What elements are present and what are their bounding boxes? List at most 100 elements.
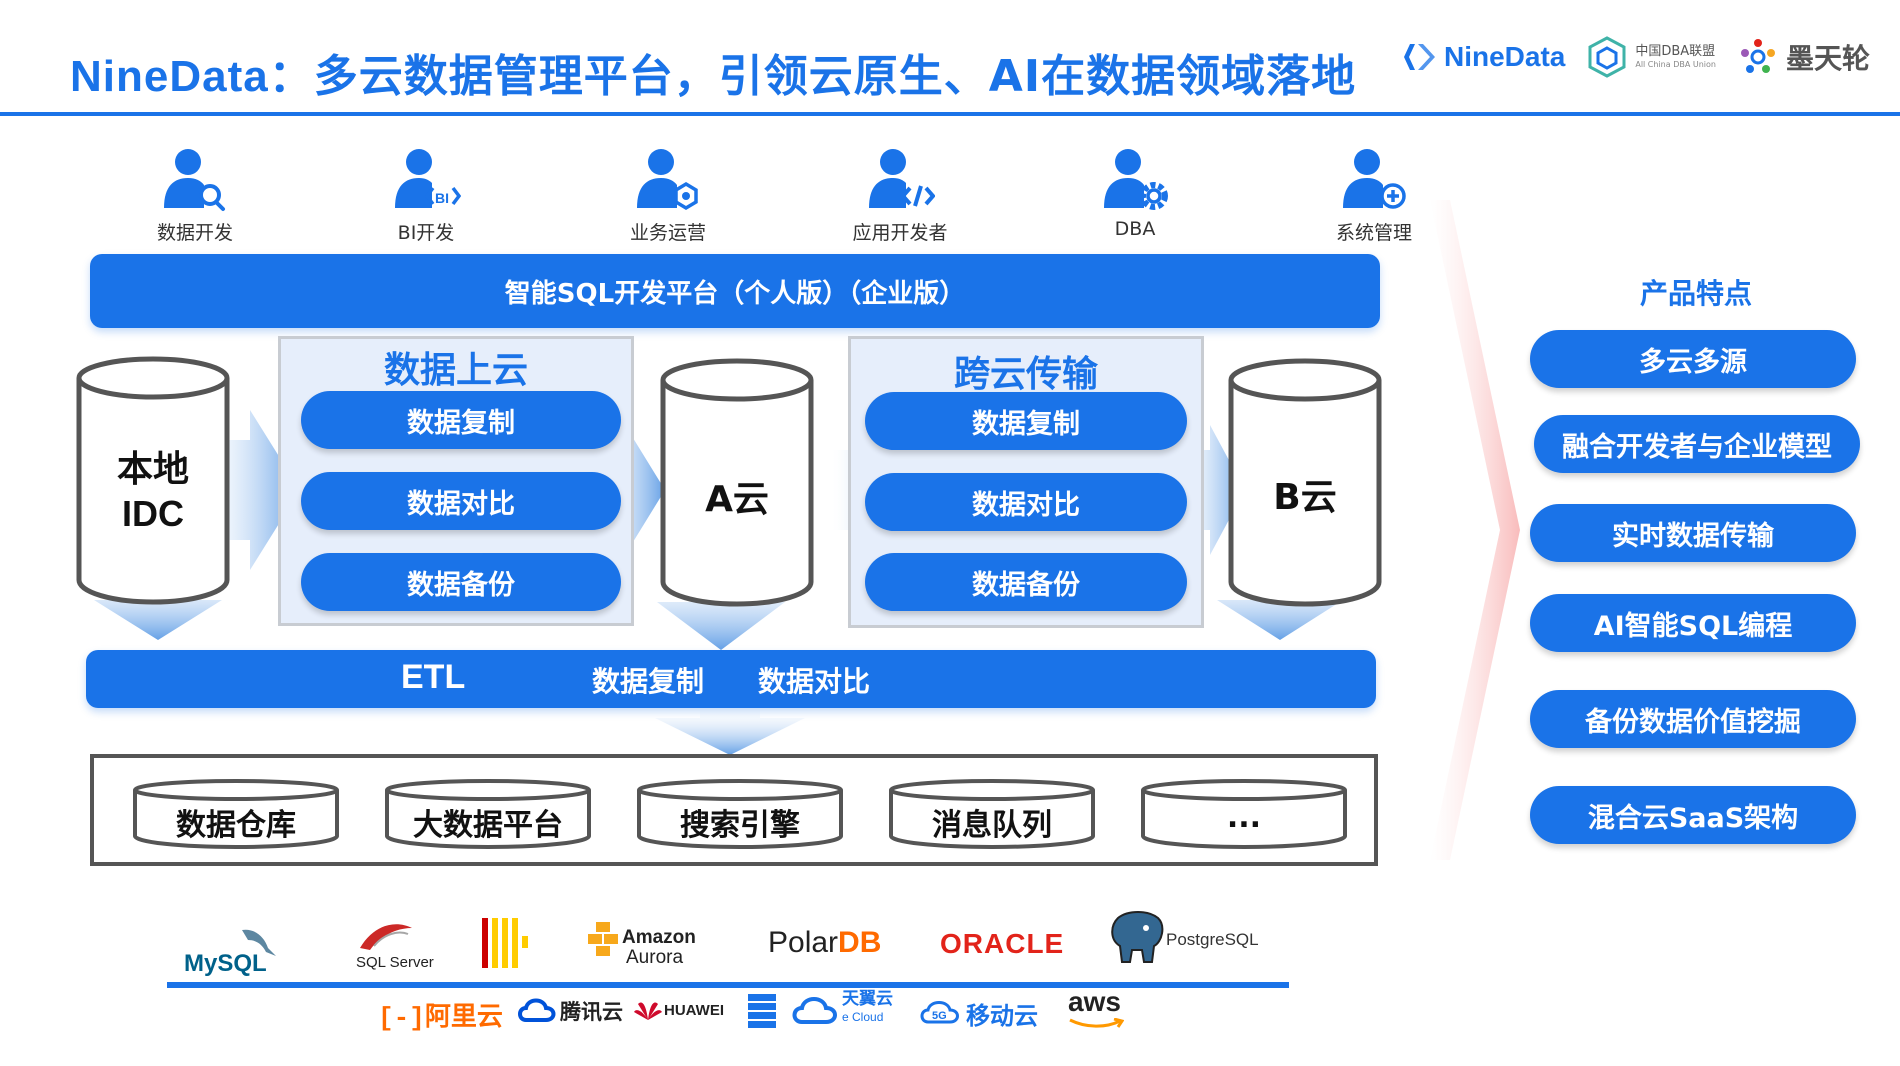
database-cylinder-icon bbox=[637, 779, 843, 849]
role-label: 业务运营 bbox=[629, 222, 706, 244]
local-idc-line2: IDC bbox=[122, 493, 184, 534]
feature-backup-value[interactable]: 备份数据价值挖掘 bbox=[1530, 690, 1856, 748]
tianyi-cloud-icon bbox=[792, 997, 837, 1024]
ninedata-logo: NineData bbox=[1402, 40, 1565, 74]
mysql-logo-text: MySQL bbox=[184, 950, 267, 977]
role-sysadmin: 系统管理 bbox=[1304, 148, 1444, 245]
aliyun-bracket-icon: [-] bbox=[378, 1003, 425, 1033]
amazon-text: Amazon bbox=[622, 927, 696, 948]
server-rack-icon bbox=[748, 994, 776, 1028]
database-cylinder-icon bbox=[76, 356, 230, 605]
polardb-text: Polar bbox=[768, 926, 839, 959]
targets-box: 数据仓库 大数据平台 搜索引擎 消息队列 ... bbox=[90, 754, 1378, 866]
role-dba: DBA bbox=[1065, 148, 1205, 240]
feature-developer-enterprise[interactable]: 融合开发者与企业模型 bbox=[1534, 415, 1860, 473]
arrow-etl-down bbox=[655, 705, 805, 755]
pill-data-compare[interactable]: 数据对比 bbox=[301, 472, 621, 530]
panel-data-upload: 数据上云 数据复制 数据对比 数据备份 bbox=[278, 336, 634, 626]
sqlserver-logo: SQL Server bbox=[350, 918, 434, 971]
database-logos-divider bbox=[167, 982, 1289, 988]
user-operations-icon bbox=[637, 149, 698, 211]
motianlun-logo-text: 墨天轮 bbox=[1785, 42, 1870, 75]
target-label: ... bbox=[1226, 800, 1262, 835]
cloud-b-label: B云 bbox=[1273, 477, 1337, 518]
pill-data-backup[interactable]: 数据备份 bbox=[301, 553, 621, 611]
svg-text:BI: BI bbox=[435, 190, 449, 206]
cloud-b-cylinder: B云 bbox=[1228, 358, 1382, 608]
ninedata-logo-icon bbox=[1403, 44, 1435, 70]
database-cylinder-icon bbox=[1228, 358, 1382, 607]
aliyun-logo-text: 阿里云 bbox=[424, 1002, 503, 1032]
header-divider bbox=[0, 112, 1900, 116]
database-cylinder-icon bbox=[133, 779, 339, 849]
user-plus-icon bbox=[1343, 149, 1406, 209]
user-bi-icon: BI bbox=[395, 149, 461, 208]
dba-union-line2: All China DBA Union bbox=[1635, 60, 1716, 69]
panel-title: 跨云传输 bbox=[953, 354, 1098, 395]
sql-platform-bar[interactable]: 智能SQL开发平台（个人版）（企业版） bbox=[90, 254, 1380, 328]
feature-hybrid-saas[interactable]: 混合云SaaS架构 bbox=[1530, 786, 1856, 844]
motianlun-logo: 墨天轮 bbox=[1738, 37, 1870, 77]
pill-data-replication[interactable]: 数据复制 bbox=[301, 391, 621, 449]
title-text: 多云数据管理平台，引领云原生、AI在数据领域落地 bbox=[313, 51, 1357, 102]
database-cylinder-icon bbox=[1141, 779, 1347, 849]
mysql-logo: MySQL bbox=[176, 922, 286, 982]
postgresql-logo-text: PostgreSQL bbox=[1166, 930, 1259, 949]
dba-union-logo-icon bbox=[1588, 36, 1626, 78]
ninedata-logo-text: NineData bbox=[1443, 41, 1566, 72]
feature-ai-sql[interactable]: AI智能SQL编程 bbox=[1530, 594, 1856, 652]
tianyi-text: 天翼云 bbox=[842, 989, 893, 1009]
aws-logo-text: aws bbox=[1068, 986, 1121, 1017]
aliyun-logo: [-]阿里云 bbox=[378, 996, 503, 1033]
database-cylinder-icon bbox=[889, 779, 1095, 849]
clickhouse-bars-icon bbox=[482, 918, 528, 968]
tencent-cloud-icon bbox=[518, 998, 556, 1022]
role-label: BI开发 bbox=[397, 222, 455, 244]
etl-bar[interactable]: ETL 数据复制 数据对比 bbox=[86, 650, 1376, 708]
panel-title: 数据上云 bbox=[383, 350, 528, 391]
target-big-data: 大数据平台 bbox=[384, 778, 592, 850]
target-label: 搜索引擎 bbox=[680, 808, 800, 843]
title-colon: ： bbox=[268, 51, 314, 102]
role-app-dev: 应用开发者 bbox=[830, 148, 970, 245]
dba-union-line1: 中国DBA联盟 bbox=[1635, 44, 1716, 60]
etl-item-replication: 数据复制 bbox=[592, 665, 705, 698]
pill-data-replication[interactable]: 数据复制 bbox=[865, 392, 1187, 450]
aws-logo: aws bbox=[1068, 986, 1124, 1028]
feature-realtime-transfer[interactable]: 实时数据传输 bbox=[1530, 504, 1856, 562]
features-divider-glow bbox=[1430, 200, 1520, 860]
local-idc-line1: 本地 bbox=[116, 449, 189, 490]
user-search-icon bbox=[164, 149, 225, 211]
cloud-a-label: A云 bbox=[705, 479, 769, 520]
huawei-logo-text: HUAWEI bbox=[664, 1002, 724, 1019]
mysql-dolphin-icon bbox=[242, 929, 276, 956]
polardb-db-text: DB bbox=[838, 926, 882, 959]
panel-cross-cloud: 跨云传输 数据复制 数据对比 数据备份 bbox=[848, 336, 1204, 628]
sqlserver-icon bbox=[360, 924, 412, 950]
pill-data-compare[interactable]: 数据对比 bbox=[865, 473, 1187, 531]
china-mobile-cloud-logo: 5G 移动云 bbox=[918, 996, 1038, 1030]
polardb-logo: PolarDB bbox=[768, 926, 881, 960]
china-mobile-cloud-text: 移动云 bbox=[966, 1002, 1038, 1030]
target-more: ... bbox=[1140, 778, 1348, 850]
header: NineData ：多云数据管理平台，引领云原生、AI在数据领域落地 NineDa… bbox=[0, 0, 1900, 118]
oracle-logo: ORACLE bbox=[940, 928, 1065, 959]
roles-row: 数据开发 BI BI开发 业务运营 应用开发者 bbox=[100, 148, 1412, 248]
role-data-dev: 数据开发 bbox=[125, 148, 265, 245]
ecloud-text: e Cloud bbox=[842, 1010, 884, 1024]
postgresql-logo: PostgreSQL bbox=[1108, 910, 1259, 970]
pill-data-backup[interactable]: 数据备份 bbox=[865, 553, 1187, 611]
target-message-queue: 消息队列 bbox=[888, 778, 1096, 850]
role-label: 系统管理 bbox=[1335, 222, 1412, 244]
feature-multicloud[interactable]: 多云多源 bbox=[1530, 330, 1856, 388]
target-label: 数据仓库 bbox=[176, 808, 296, 843]
